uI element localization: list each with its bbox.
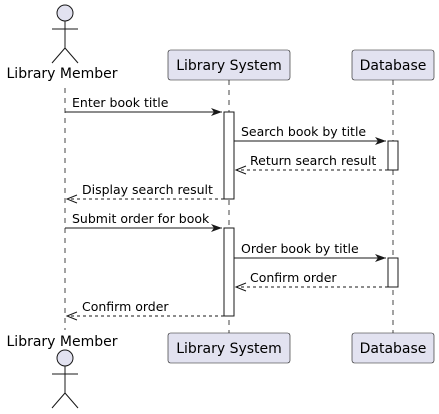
arrow-right-icon [211,108,222,116]
actor-head-icon [56,349,74,367]
participant-box-library-system-top: Library System [167,49,291,81]
message-label: Confirm order [250,270,337,285]
participant-label-library-member-bottom: Library Member [7,334,118,350]
arrow-right-icon [211,224,222,232]
message-display-search-result: Display search result [65,182,224,204]
message-enter-book-title: Enter book title [65,95,222,116]
arrow-left-open-icon [65,311,78,321]
arrow-right-icon [375,137,386,145]
message-return-search-result: Return search result [234,153,388,175]
activation-database-1 [387,140,399,171]
message-order-book-by-title: Order book by title [234,241,386,262]
message-label: Search book by title [241,124,366,139]
actor-body-icon [51,366,79,409]
message-label: Submit order for book [72,211,210,226]
participant-label-database-bottom: Database [360,341,427,357]
participant-label-library-member-top: Library Member [7,66,118,82]
activation-library-system-2 [223,227,235,317]
actor-library-member-top [51,4,79,64]
message-label: Display search result [82,182,213,197]
message-submit-order-for-book: Submit order for book [65,211,222,232]
arrow-left-open-icon [65,194,78,204]
message-search-book-by-title: Search book by title [234,124,386,145]
arrow-left-open-icon [234,165,247,175]
arrow-left-open-icon [234,282,247,292]
activation-library-system-1 [223,111,235,200]
activation-database-2 [387,257,399,288]
message-label: Order book by title [241,241,359,256]
participant-box-database-bottom: Database [351,332,435,364]
message-confirm-order-db: Confirm order [234,270,388,292]
actor-head-icon [56,4,74,22]
message-label: Confirm order [82,299,169,314]
message-label: Enter book title [72,95,169,110]
participant-box-library-system-bottom: Library System [167,332,291,364]
arrow-right-icon [375,254,386,262]
participant-label-database-top: Database [360,58,427,74]
actor-body-icon [51,21,79,64]
message-confirm-order-member: Confirm order [65,299,224,321]
participant-box-database-top: Database [351,49,435,81]
participant-label-library-system-bottom: Library System [176,341,282,357]
actor-library-member-bottom [51,349,79,409]
message-label: Return search result [250,153,376,168]
participant-label-library-system-top: Library System [176,58,282,74]
